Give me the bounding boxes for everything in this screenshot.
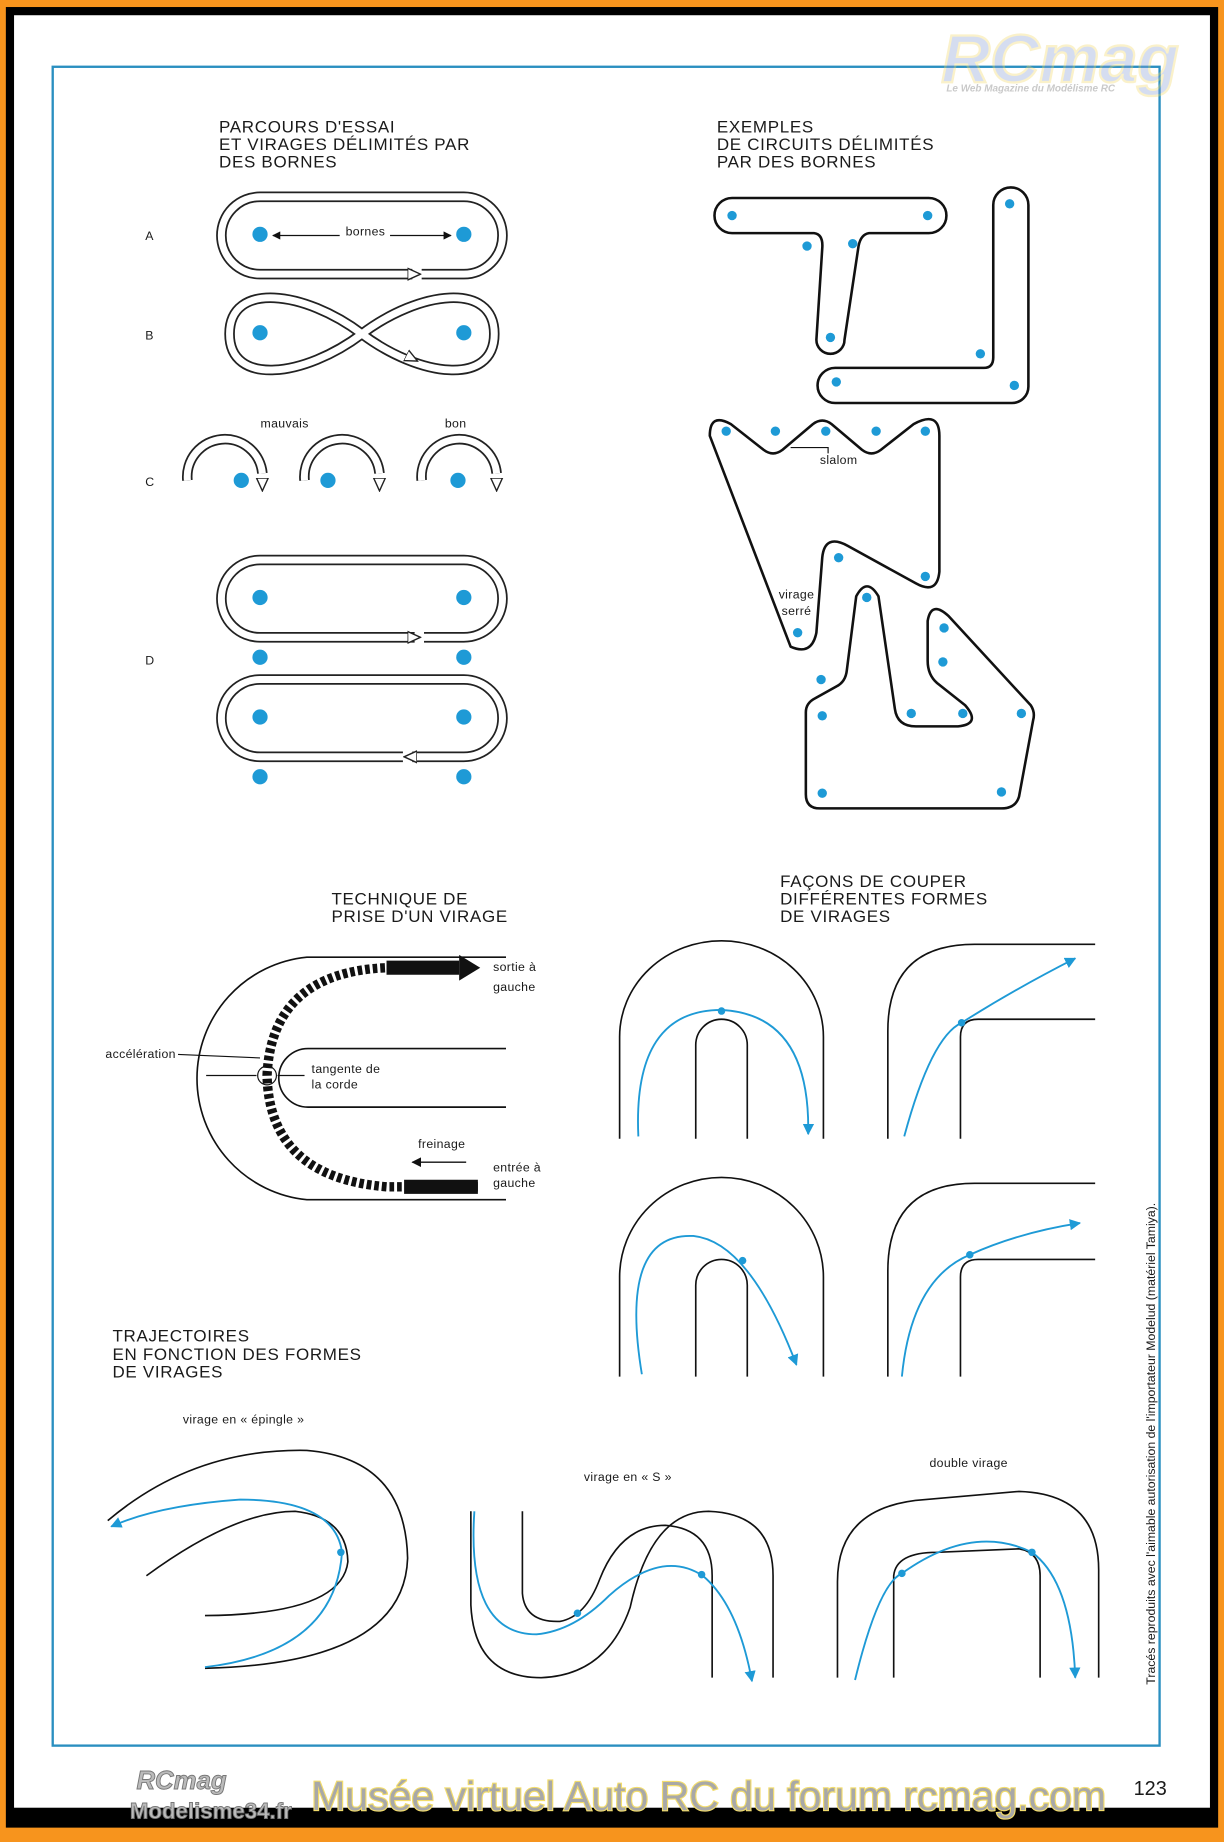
- bon-label: bon: [445, 417, 467, 431]
- circuit-complex: [804, 585, 1036, 810]
- svg-text:RCmag: RCmag: [941, 21, 1179, 97]
- section-title: DIFFÉRENTES FORMES: [780, 889, 988, 908]
- row-label-b: B: [145, 329, 154, 343]
- virage-serre-label: virage: [779, 588, 815, 602]
- double-virage-label: double virage: [930, 1456, 1008, 1470]
- section-title: EXEMPLES: [717, 117, 814, 136]
- epingle-label: virage en « épingle »: [183, 1412, 304, 1426]
- section-title: DE VIRAGES: [780, 907, 891, 926]
- section-trajectoires: TRAJECTOIRES EN FONCTION DES FORMES DE V…: [107, 1326, 1100, 1683]
- double-virage-diagram: [836, 1490, 1100, 1681]
- track-c-turns: mauvais bon: [181, 417, 496, 488]
- section-title: FAÇONS DE COUPER: [780, 872, 967, 891]
- exit-arrow-icon: [459, 954, 481, 981]
- rcmag-watermark-logo: RCmag Le Web Magazine du Modélisme RC: [940, 20, 1180, 98]
- sortie-label: sortie à: [493, 960, 536, 974]
- corner-diagram-2: [887, 1182, 1096, 1377]
- sortie-label: gauche: [493, 980, 535, 994]
- bornes-label: bornes: [346, 224, 386, 238]
- slalom-label: slalom: [820, 453, 858, 467]
- section-title: DE CIRCUITS DÉLIMITÉS: [717, 135, 934, 154]
- section-title: PRISE D'UN VIRAGE: [331, 907, 507, 926]
- footer: RCmag Modelisme34.fr Musée virtuel Auto …: [129, 1766, 1167, 1823]
- footer-logo-sub: Modelisme34.fr: [130, 1798, 292, 1823]
- acceleration-label: accélération: [105, 1047, 175, 1061]
- tangente-label: la corde: [312, 1077, 359, 1091]
- corner-diagram-1: [887, 943, 1096, 1139]
- s-bend-diagram: [470, 1510, 774, 1683]
- racing-line: [262, 963, 478, 1192]
- virage-serre-label: serré: [782, 604, 812, 618]
- paper: [14, 15, 1210, 1808]
- entree-label: entrée à: [493, 1161, 541, 1175]
- circuit-t: [713, 196, 948, 356]
- page-number: 123: [1134, 1778, 1167, 1800]
- apex-marker: [257, 1065, 278, 1086]
- row-label-c: C: [145, 475, 154, 489]
- section-facons: FAÇONS DE COUPER DIFFÉRENTES FORMES DE V…: [618, 872, 1096, 1377]
- row-label-d: D: [145, 653, 154, 667]
- mauvais-label: mauvais: [261, 417, 309, 431]
- section-title: TRAJECTOIRES: [112, 1326, 249, 1345]
- track-b-figure-eight: [224, 292, 500, 376]
- footer-logo: RCmag: [136, 1767, 226, 1795]
- section-title: TECHNIQUE DE: [331, 889, 468, 908]
- section-bornes: PARCOURS D'ESSAI ET VIRAGES DÉLIMITÉS PA…: [145, 117, 508, 785]
- circuit-bornes: [721, 199, 1027, 798]
- hairpin-diagram-2: [618, 1176, 825, 1377]
- section-title: PAR DES BORNES: [717, 153, 876, 172]
- circuit-l: [816, 186, 1030, 405]
- hairpin-diagram-1: [618, 940, 825, 1139]
- circuit-slalom: [708, 417, 941, 651]
- section-circuits: EXEMPLES DE CIRCUITS DÉLIMITÉS PAR DES B…: [708, 117, 1036, 810]
- s-label: virage en « S »: [584, 1470, 672, 1484]
- section-technique: TECHNIQUE DE PRISE D'UN VIRAGE sortie à …: [105, 889, 541, 1201]
- footer-banner: Musée virtuel Auto RC du forum rcmag.com: [311, 1773, 1106, 1819]
- freinage-label: freinage: [418, 1137, 465, 1151]
- epingle-diagram: [107, 1449, 409, 1670]
- section-title: DES BORNES: [219, 153, 337, 172]
- credit-text: Tracés reproduits avec l'aimable autoris…: [1144, 1203, 1158, 1685]
- svg-text:Le Web Magazine du Modélisme R: Le Web Magazine du Modélisme RC: [946, 83, 1116, 94]
- section-title: ET VIRAGES DÉLIMITÉS PAR: [219, 135, 470, 154]
- section-title: DE VIRAGES: [112, 1363, 223, 1382]
- tangente-label: tangente de: [312, 1062, 381, 1076]
- entree-label: gauche: [493, 1176, 535, 1190]
- section-title: EN FONCTION DES FORMES: [112, 1345, 361, 1364]
- track-a: bornes: [216, 191, 508, 282]
- blue-border: [51, 65, 1161, 1747]
- track-d: [216, 554, 508, 785]
- row-label-a: A: [145, 229, 154, 243]
- section-title: PARCOURS D'ESSAI: [219, 117, 395, 136]
